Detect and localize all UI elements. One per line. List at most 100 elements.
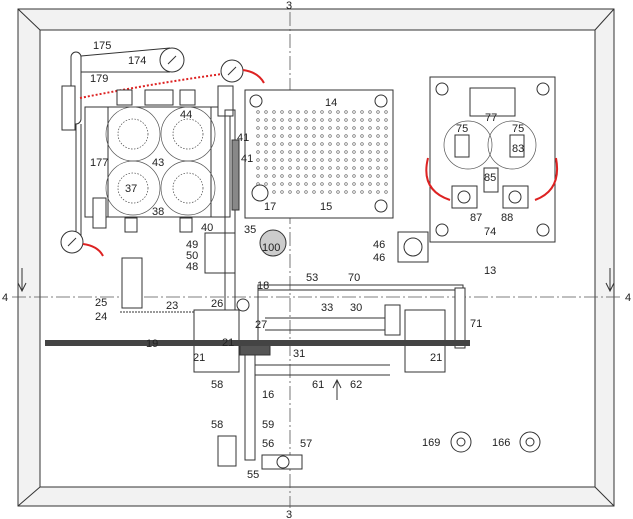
perforation-hole [296, 166, 300, 170]
ref-label: 53 [306, 272, 318, 284]
perforation-hole [272, 126, 276, 130]
ref-label: 77 [485, 112, 497, 124]
ref-label: 21 [430, 352, 442, 364]
perforation-hole [368, 182, 372, 186]
perforation-hole [336, 182, 340, 186]
perforation-hole [360, 118, 364, 122]
perforation-hole [352, 158, 356, 162]
perforation-hole [352, 174, 356, 178]
ref-label: 59 [262, 419, 274, 431]
ref-label: 26 [211, 298, 223, 310]
perforation-hole [296, 118, 300, 122]
perforation-hole [352, 166, 356, 170]
perforation-hole [304, 166, 308, 170]
perforation-hole [376, 142, 380, 146]
knobs [450, 431, 541, 453]
ref-label: 41 [237, 132, 249, 144]
perforation-hole [280, 158, 284, 162]
ref-label: 55 [247, 469, 259, 481]
perforation-hole [288, 118, 292, 122]
perforation-hole [384, 190, 388, 194]
perforation-hole [336, 190, 340, 194]
ref-label: 46 [373, 239, 385, 251]
perforation-hole [360, 150, 364, 154]
perforation-hole [344, 142, 348, 146]
perforation-hole [320, 134, 324, 138]
perforation-hole [336, 134, 340, 138]
perforation-hole [384, 126, 388, 130]
ref-label: 24 [95, 311, 107, 323]
perforation-hole [296, 190, 300, 194]
ref-label: 15 [320, 201, 332, 213]
ref-label: 75 [456, 123, 468, 135]
perforation-hole [280, 118, 284, 122]
ref-label: 57 [300, 438, 312, 450]
perforation-hole [296, 110, 300, 114]
perforation-hole [288, 158, 292, 162]
perforation-hole [312, 110, 316, 114]
perforation-hole [384, 182, 388, 186]
perforation-hole [288, 166, 292, 170]
perforation-hole [288, 182, 292, 186]
ref-label: 37 [125, 183, 137, 195]
perforation-hole [360, 110, 364, 114]
perforation-hole [304, 190, 308, 194]
perforation-hole [336, 110, 340, 114]
ref-label: 41 [241, 153, 253, 165]
perforation-hole [312, 158, 316, 162]
perforation-hole [336, 126, 340, 130]
perforation-hole [264, 150, 268, 154]
perforation-hole [376, 190, 380, 194]
ref-label: 75 [512, 123, 524, 135]
perforation-hole [320, 118, 324, 122]
perforation-hole [256, 110, 260, 114]
ref-label: 25 [95, 297, 107, 309]
perforation-hole [344, 150, 348, 154]
perforation-hole [264, 126, 268, 130]
ref-label: 23 [166, 300, 178, 312]
ref-label: 87 [470, 212, 482, 224]
perforation-hole [312, 142, 316, 146]
perforation-hole [304, 134, 308, 138]
perforation-hole [312, 182, 316, 186]
perforation-hole [352, 134, 356, 138]
perforation-hole [272, 142, 276, 146]
perforation-hole [328, 158, 332, 162]
perforation-hole [352, 110, 356, 114]
perforation-hole [312, 126, 316, 130]
perforation-hole [320, 110, 324, 114]
perforation-hole [360, 190, 364, 194]
perforation-hole [288, 126, 292, 130]
ref-label: 50 [186, 250, 198, 262]
perforation-hole [320, 126, 324, 130]
perforation-hole [288, 174, 292, 178]
perforation-hole [288, 142, 292, 146]
perforation-hole [344, 126, 348, 130]
perforation-hole [256, 134, 260, 138]
perforation-hole [376, 118, 380, 122]
perforation-hole [312, 174, 316, 178]
perforation-hole [288, 150, 292, 154]
perforation-hole [312, 134, 316, 138]
perforation-hole [272, 118, 276, 122]
perforation-hole [344, 190, 348, 194]
ref-label: 19 [146, 338, 158, 350]
perforation-hole [344, 166, 348, 170]
perforation-hole [368, 126, 372, 130]
ref-label: 62 [350, 379, 362, 391]
perforation-hole [304, 182, 308, 186]
perforation-hole [272, 150, 276, 154]
perforation-hole [384, 158, 388, 162]
perforation-hole [328, 150, 332, 154]
section-mark-bottom: 3 [286, 509, 292, 519]
ref-label: 58 [211, 419, 223, 431]
ref-label: 85 [484, 172, 496, 184]
perforation-hole [376, 182, 380, 186]
ref-label: 70 [348, 272, 360, 284]
perforation-hole [280, 126, 284, 130]
perforation-hole [272, 158, 276, 162]
perforation-hole [352, 142, 356, 146]
perforation-hole [296, 126, 300, 130]
